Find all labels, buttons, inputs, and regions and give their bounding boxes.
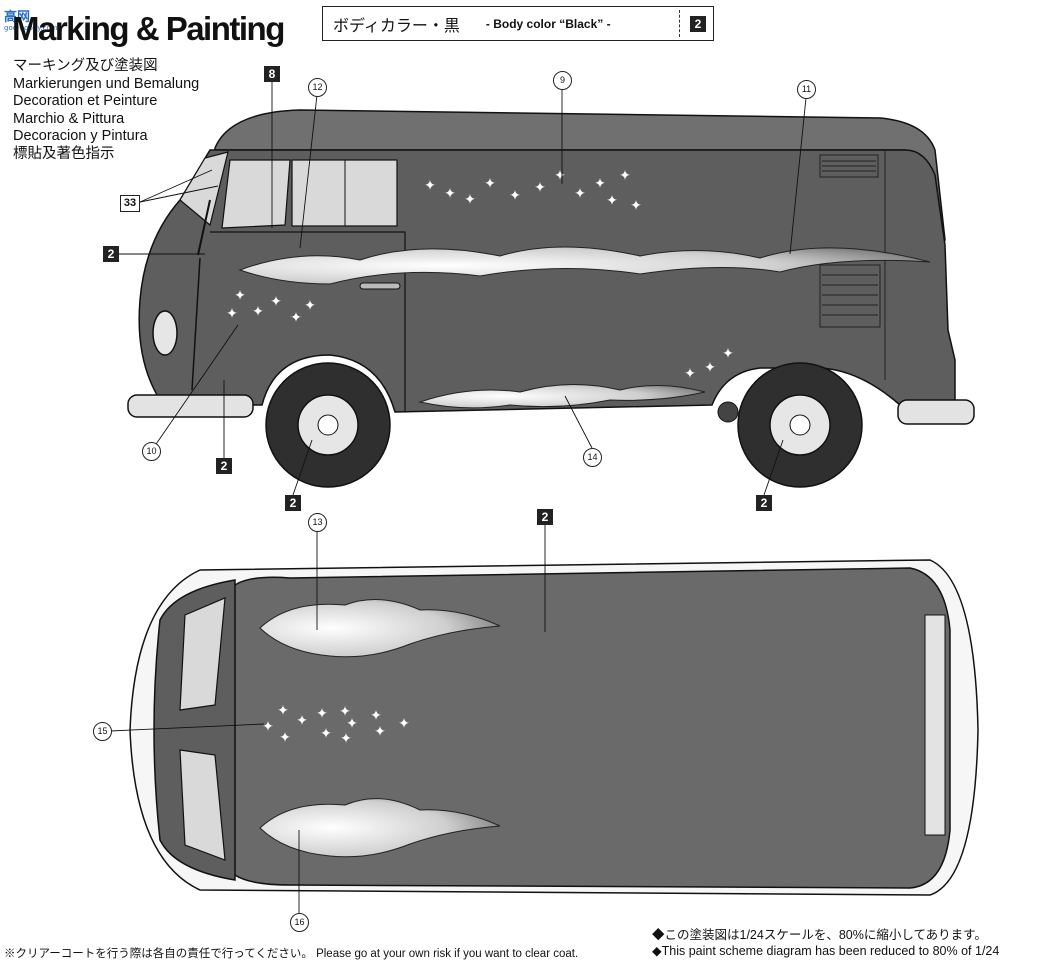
svg-text:✦: ✦	[370, 708, 382, 724]
decal-ref-16: 16	[290, 913, 309, 932]
svg-text:✦: ✦	[304, 298, 316, 314]
language-titles: マーキング及び塗装図 Markierungen und Bemalung Dec…	[13, 58, 199, 164]
svg-text:✦: ✦	[234, 288, 246, 304]
top-windscreen-right	[179, 749, 226, 861]
title-de: Markierungen und Bemalung	[13, 75, 200, 92]
color-ref-8: 8	[264, 66, 280, 82]
top-flame-lower	[259, 798, 501, 858]
decal-ref-9: 9	[553, 71, 572, 90]
svg-text:✦: ✦	[606, 193, 618, 209]
scale-note-jp: ◆この塗装図は1/24スケールを、80%に縮小してあります。	[652, 928, 987, 942]
svg-text:✦: ✦	[444, 186, 456, 202]
svg-text:✦: ✦	[484, 176, 496, 192]
svg-text:✦: ✦	[226, 306, 238, 322]
svg-text:✦: ✦	[574, 186, 586, 202]
svg-text:✦: ✦	[630, 198, 642, 214]
svg-text:✦: ✦	[252, 304, 264, 320]
leader-lines	[109, 80, 807, 913]
svg-text:✦: ✦	[346, 716, 358, 732]
van-front-bumper	[127, 394, 254, 418]
decal-ref-11: 11	[797, 80, 816, 99]
svg-text:✦: ✦	[619, 168, 631, 184]
svg-text:✦: ✦	[509, 188, 521, 204]
color-ref-2-rear-wheel: 2	[756, 495, 772, 511]
title-it: Marchio & Pittura	[13, 110, 125, 127]
svg-text:✦: ✦	[262, 719, 274, 735]
svg-text:✦: ✦	[339, 704, 351, 720]
title-zh: 標貼及著色指示	[13, 145, 115, 162]
svg-text:✦: ✦	[296, 713, 308, 729]
color-ref-2-door: 2	[103, 246, 119, 262]
svg-text:✦: ✦	[534, 180, 546, 196]
svg-text:✦: ✦	[722, 346, 734, 362]
decal-ref-12: 12	[308, 78, 327, 97]
svg-text:✦: ✦	[340, 731, 352, 747]
van-rear-bumper	[897, 399, 975, 425]
top-stars: ✦✦✦ ✦✦✦ ✦✦✦ ✦✦✦	[262, 703, 410, 747]
van-door-window	[221, 159, 291, 229]
side-stars: ✦✦✦ ✦✦✦ ✦✦✦ ✦✦✦ ✦✦✦ ✦✦✦ ✦✦✦	[226, 168, 734, 382]
color-ref-2-front-wheel: 2	[285, 495, 301, 511]
svg-text:✦: ✦	[279, 730, 291, 746]
body-color-en: - Body color “Black” -	[485, 16, 611, 31]
title-es: Decoracion y Pintura	[13, 128, 148, 145]
scale-note-en: ◆This paint scheme diagram has been redu…	[652, 944, 1000, 958]
body-color-callout: ボディカラー・黒 - Body color “Black” - 2	[322, 6, 714, 41]
svg-text:✦: ✦	[320, 726, 332, 742]
svg-text:✦: ✦	[554, 168, 566, 184]
van-engine-vents	[819, 154, 881, 328]
van-headlight	[152, 310, 178, 356]
svg-text:✦: ✦	[374, 724, 386, 740]
decal-ref-15: 15	[93, 722, 112, 741]
svg-text:✦: ✦	[424, 178, 436, 194]
side-rear-wheel	[737, 362, 863, 488]
title-fr: Decoration et Peinture	[13, 93, 158, 110]
side-flame-upper	[238, 246, 931, 285]
clearcoat-note: ※クリアーコートを行う際は各自の責任で行ってください。 Please go at…	[4, 948, 579, 960]
top-flame-upper	[259, 599, 501, 658]
svg-text:✦: ✦	[270, 294, 282, 310]
svg-text:✦: ✦	[684, 366, 696, 382]
van-roof	[214, 109, 946, 243]
svg-text:✦: ✦	[464, 192, 476, 208]
side-view-van: ✦✦✦ ✦✦✦ ✦✦✦ ✦✦✦ ✦✦✦ ✦✦✦ ✦✦✦	[127, 109, 975, 488]
body-color-jp: ボディカラー・黒	[333, 15, 460, 35]
svg-text:✦: ✦	[594, 176, 606, 192]
watermark-url: goo-hobby.com	[4, 24, 58, 32]
svg-text:✦: ✦	[277, 703, 289, 719]
svg-text:✦: ✦	[398, 716, 410, 732]
top-view-van: ✦✦✦ ✦✦✦ ✦✦✦ ✦✦✦	[129, 559, 979, 896]
side-flame-lower	[418, 383, 706, 409]
svg-text:✦: ✦	[704, 360, 716, 376]
color-ref-2-bumper: 2	[216, 458, 232, 474]
body-color-number: 2	[690, 16, 706, 32]
title-ja: マーキング及び塗装図	[13, 58, 158, 74]
side-front-wheel	[265, 362, 391, 488]
page-title: Marking & Painting	[12, 10, 285, 47]
callout-divider	[679, 10, 680, 37]
decal-ref-13: 13	[308, 513, 327, 532]
top-windscreen-left	[179, 597, 226, 711]
color-ref-33: 33	[120, 195, 140, 212]
decal-ref-10: 10	[142, 442, 161, 461]
decal-ref-14: 14	[583, 448, 602, 467]
svg-text:✦: ✦	[290, 310, 302, 326]
svg-text:✦: ✦	[316, 706, 328, 722]
watermark-logo: 高网	[4, 10, 31, 25]
color-ref-2-roof: 2	[537, 509, 553, 525]
